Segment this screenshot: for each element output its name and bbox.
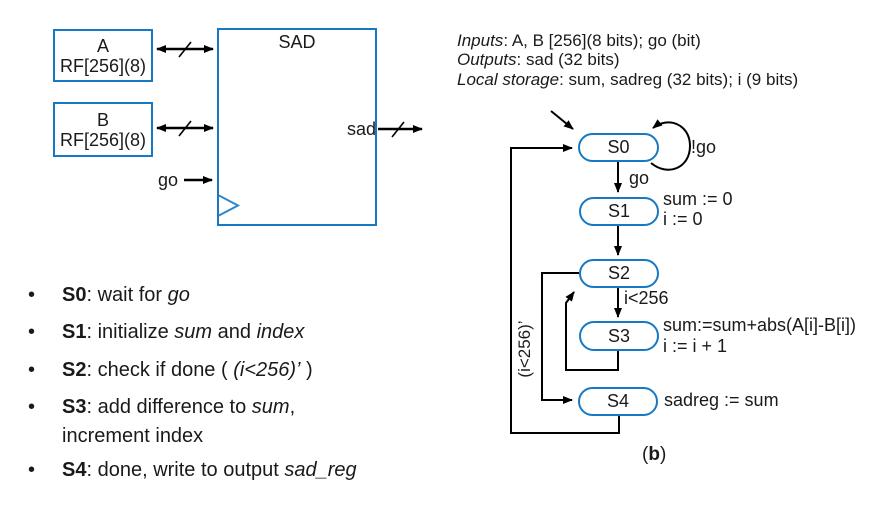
sad-output-slash-icon (391, 121, 405, 138)
note-s1: • S1: initialize sum and index (28, 320, 304, 344)
fsm-state-s1: S1 (579, 197, 659, 226)
fsm-declarations: Inputs: A, B [256](8 bits); go (bit) Out… (457, 31, 798, 89)
s3-actions: sum:=sum+abs(A[i]-B[i]) i := i + 1 (663, 315, 856, 357)
note-s4-text: S4: done, write to output sad_reg (62, 459, 357, 481)
note-s3-text-line2: increment index (62, 425, 204, 447)
note-s3-text: S3: add difference to sum, (62, 396, 296, 418)
bullet-icon: • (28, 359, 36, 381)
fsm-state-s4: S4 (578, 387, 658, 416)
edge-s4-to-s0 (510, 144, 620, 434)
bus-a-slash-icon (178, 41, 192, 58)
clock-edge-icon (217, 194, 241, 217)
bullet-icon: • (28, 459, 36, 481)
note-s3: • S3: add difference to sum, (28, 395, 295, 419)
note-s4: • S4: done, write to output sad_reg (28, 458, 357, 482)
edge-s2-to-s4 (541, 272, 579, 404)
note-s0: • S0: wait for go (28, 283, 190, 307)
fsm-state-s1-label: S1 (607, 201, 631, 221)
note-s2: • S2: check if done ( (i<256)’ ) (28, 358, 313, 382)
s1-action-sum: sum := 0 (663, 189, 733, 209)
edge-s0-self-loop (650, 119, 692, 171)
fsm-state-s0: S0 (578, 133, 659, 162)
register-a-spec: RF[256](8) (59, 55, 147, 76)
note-s2-text: S2: check if done ( (i<256)’ ) (62, 359, 313, 381)
bullet-icon: • (28, 396, 36, 418)
figure-caption: (b) (642, 444, 667, 465)
register-file-b-box: B RF[256](8) (53, 102, 153, 157)
go-input-label: go (158, 170, 179, 190)
edge-s3-to-s2 (565, 291, 619, 371)
fsm-localstorage-line: Local storage: sum, sadreg (32 bits); i … (457, 69, 799, 89)
bullet-icon: • (28, 284, 36, 306)
s4-action: sadreg := sum (664, 390, 779, 410)
note-s1-text: S1: initialize sum and index (62, 321, 305, 343)
sad-block-box (217, 28, 377, 226)
note-s0-text: S0: wait for go (62, 284, 190, 306)
fsm-state-s4-label: S4 (606, 391, 630, 411)
sad-output-label: sad (346, 119, 376, 139)
s3-action-i: i := i + 1 (663, 336, 728, 356)
bus-b-slash-icon (178, 120, 192, 137)
fsm-state-s3: S3 (579, 321, 659, 351)
label-not-go: !go (691, 137, 717, 157)
register-b-spec: RF[256](8) (59, 129, 147, 150)
fsm-state-s0-label: S0 (607, 137, 630, 157)
sad-block-title: SAD (278, 32, 316, 52)
fsm-state-s2-label: S2 (607, 263, 631, 283)
fsm-outputs-line: Outputs: sad (32 bits) (457, 50, 620, 70)
edge-initial (550, 110, 574, 130)
s3-action-sum: sum:=sum+abs(A[i]-B[i]) (663, 315, 857, 335)
note-s3-wrap: increment index (62, 424, 203, 448)
s1-actions: sum := 0 i := 0 (663, 189, 733, 229)
fsm-inputs-line: Inputs: A, B [256](8 bits); go (bit) (457, 31, 701, 50)
s1-action-i: i := 0 (663, 209, 703, 229)
fsm-state-s3-label: S3 (607, 325, 631, 346)
fsm-state-s2: S2 (579, 259, 659, 288)
register-file-a-box: A RF[256](8) (53, 29, 153, 82)
label-go: go (629, 168, 650, 188)
register-b-name: B (96, 109, 109, 130)
label-i-lt-256: i<256 (624, 288, 669, 308)
bullet-icon: • (28, 321, 36, 343)
label-i-lt-256-complement: (i<256)’ (515, 320, 534, 378)
register-a-name: A (96, 35, 109, 56)
